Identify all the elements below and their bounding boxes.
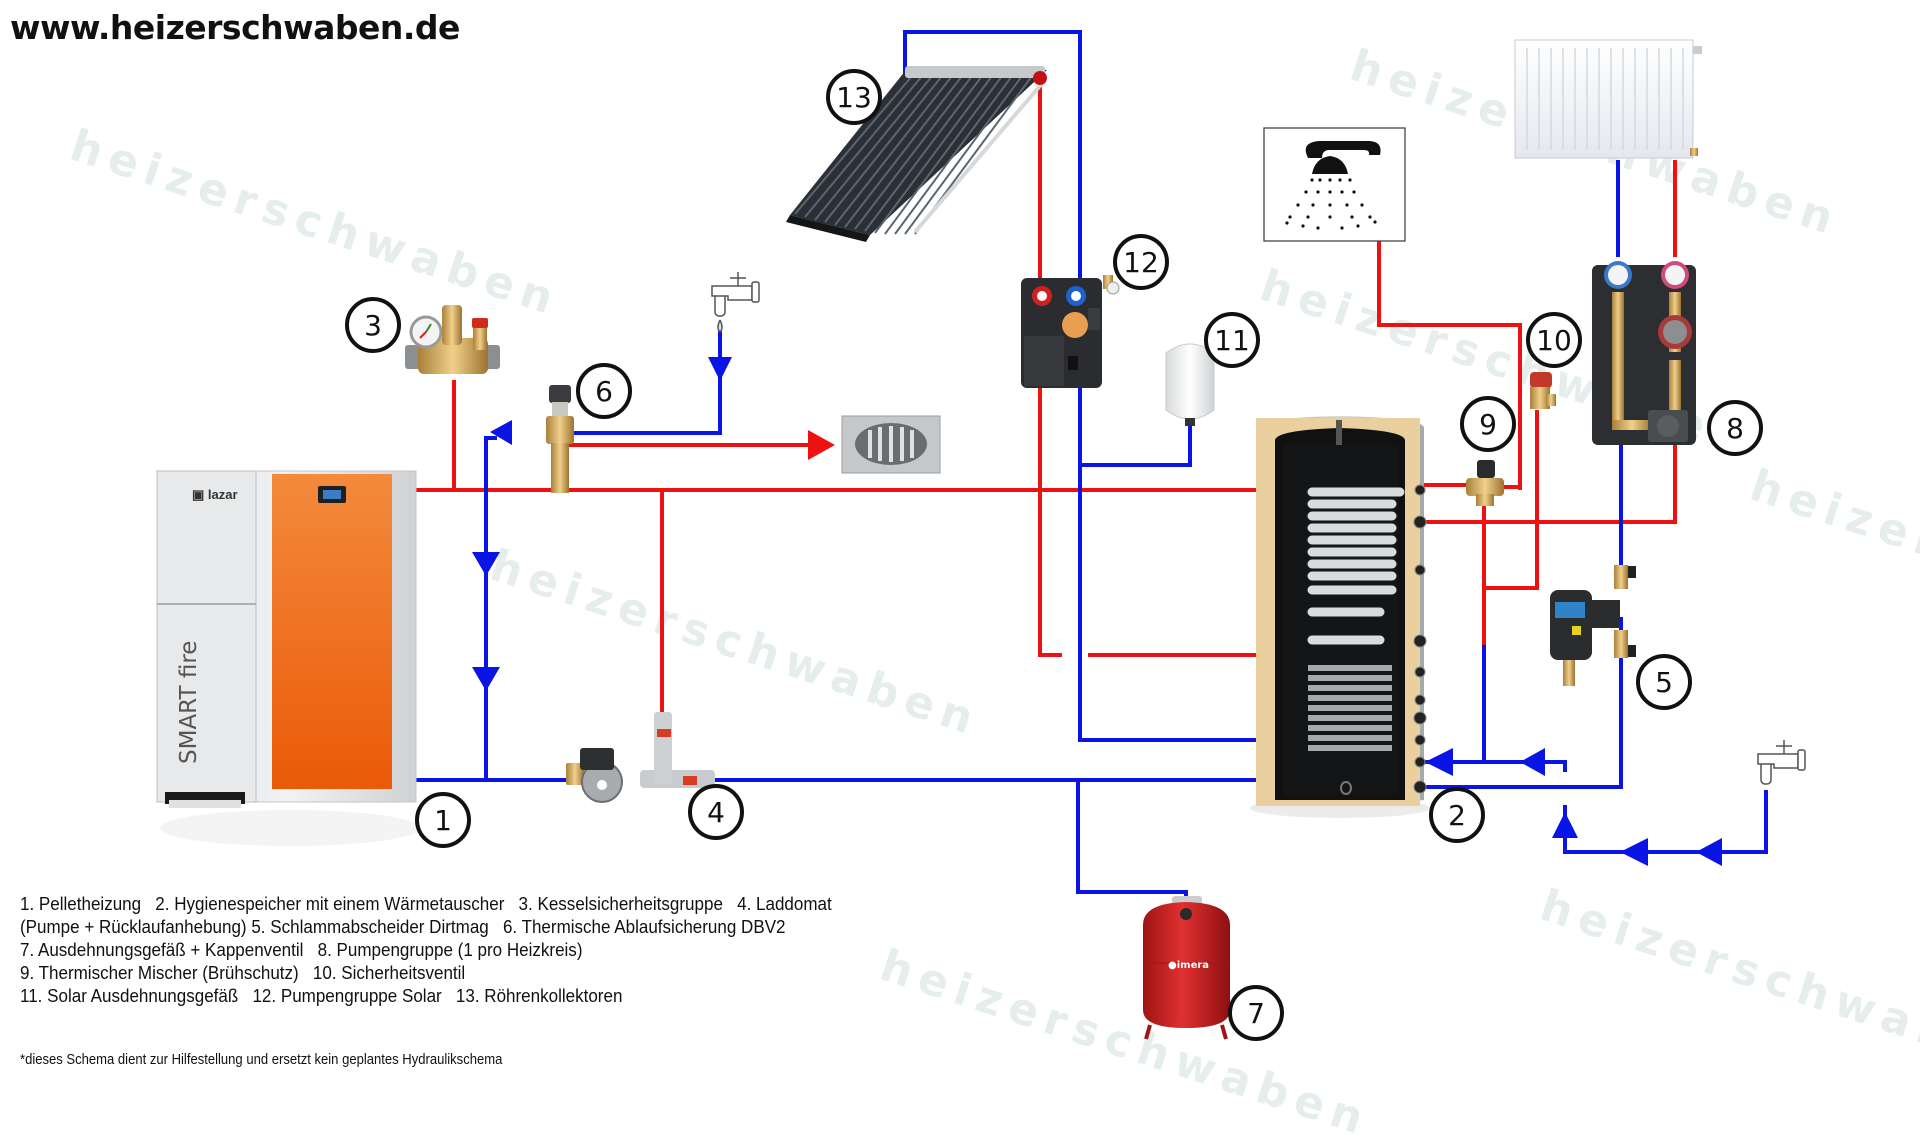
svg-text:2: 2 xyxy=(1448,799,1466,832)
arrow-left-icon xyxy=(1696,838,1722,866)
legend-item: 13. Röhrenkollektoren xyxy=(455,985,623,1006)
solar-return-pipe xyxy=(903,30,1256,742)
callout-4: 4 xyxy=(688,784,744,840)
vessel-brand: ●imera xyxy=(1168,960,1209,971)
arrow-left-icon xyxy=(1520,748,1545,776)
legend-item: 7. Ausdehnungsgefäß + Kappenventil xyxy=(20,939,304,960)
callout-12: 12 xyxy=(1113,234,1169,290)
component-legend: 1. Pelletheizung 2. Hygienespeicher mit … xyxy=(20,892,885,1007)
callout-5: 5 xyxy=(1636,654,1692,710)
svg-text:8: 8 xyxy=(1726,412,1744,445)
svg-text:9: 9 xyxy=(1479,408,1497,441)
callout-3: 3 xyxy=(345,297,401,353)
svg-text:11: 11 xyxy=(1214,324,1250,357)
legend-item: 2. Hygienespeicher mit einem Wärmetausch… xyxy=(155,893,505,914)
water-tap-icon xyxy=(1757,740,1806,785)
heating-pump-group xyxy=(1592,261,1696,445)
callout-7: 7 xyxy=(1228,985,1284,1041)
tank-bottom-pipe xyxy=(1420,617,1623,789)
callout-6: 6 xyxy=(576,363,632,419)
solar-pump-group xyxy=(1021,275,1120,388)
callout-9: 9 xyxy=(1460,396,1516,452)
legend-line: (Pumpe + Rücklaufanhebung) 5. Schlammabs… xyxy=(20,915,885,938)
boiler-brand: ▣ lazar xyxy=(192,487,238,502)
callout-10: 10 xyxy=(1526,312,1582,368)
solar-tube-collector xyxy=(786,66,1047,242)
legend-item: (Pumpe + Rücklaufanhebung) 5. Schlammabs… xyxy=(20,916,489,937)
legend-item: 4. Laddomat xyxy=(737,893,832,914)
svg-text:6: 6 xyxy=(595,375,613,408)
cold-pipes xyxy=(416,30,1768,902)
legend-item: 10. Sicherheitsventil xyxy=(312,962,466,983)
flow-arrows xyxy=(472,357,1722,866)
thermal-discharge-valve xyxy=(546,385,574,493)
expansion-vessel-pipe xyxy=(1076,780,1188,902)
arrow-right-icon xyxy=(808,430,835,460)
svg-text:7: 7 xyxy=(1247,997,1265,1030)
cold-water-inlet-pipe xyxy=(1563,790,1768,854)
disclaimer: *dieses Schema dient zur Hilfestellung u… xyxy=(20,1052,503,1068)
cold-feed-pipe xyxy=(484,436,497,780)
site-url: www.heizerschwaben.de xyxy=(10,8,460,47)
callouts: 1 2 3 4 5 6 7 8 9 10 11 12 13 xyxy=(345,69,1763,1041)
callout-11: 11 xyxy=(1204,312,1260,368)
laddomat xyxy=(566,712,715,803)
callout-1: 1 xyxy=(415,792,471,848)
hygiene-storage-tank xyxy=(1250,416,1430,818)
svg-text:3: 3 xyxy=(364,309,382,342)
boiler-model: SMART fire xyxy=(176,641,202,764)
legend-item: 11. Solar Ausdehnungsgefäß xyxy=(20,985,239,1006)
hydraulic-diagram: ▣ lazar SMART fire xyxy=(156,30,1806,1041)
arrow-up-icon xyxy=(1552,812,1578,838)
legend-line: 9. Thermischer Mischer (Brühschutz) 10. … xyxy=(20,961,885,984)
arrow-down-icon xyxy=(708,357,732,381)
solar-vessel-pipe xyxy=(1080,425,1192,467)
safety-valve xyxy=(1530,372,1556,409)
arrow-down-icon xyxy=(472,667,500,691)
thermal-mixer xyxy=(1466,460,1504,506)
arrow-down-icon xyxy=(472,552,500,576)
svg-text:12: 12 xyxy=(1123,246,1159,279)
svg-text:4: 4 xyxy=(707,796,725,829)
solar-flow-pipe xyxy=(1038,80,1062,657)
arrow-left-icon xyxy=(490,420,512,445)
svg-text:13: 13 xyxy=(836,81,872,114)
shower-icon xyxy=(1263,127,1406,242)
legend-item: 6. Thermische Ablaufsicherung DBV2 xyxy=(502,916,786,937)
arrow-left-icon xyxy=(1620,838,1648,866)
expansion-vessel: ●imera xyxy=(1143,896,1230,1040)
legend-line: 7. Ausdehnungsgefäß + Kappenventil 8. Pu… xyxy=(20,938,885,961)
legend-item: 8. Pumpengruppe (1 pro Heizkreis) xyxy=(317,939,583,960)
svg-text:1: 1 xyxy=(434,804,452,837)
legend-line: 1. Pelletheizung 2. Hygienespeicher mit … xyxy=(20,892,885,915)
arrow-left-icon xyxy=(1425,748,1453,776)
callout-2: 2 xyxy=(1429,787,1485,843)
floor-drain-icon xyxy=(841,415,941,474)
dhw-shower-pipe xyxy=(1377,165,1522,490)
legend-item: 1. Pelletheizung xyxy=(20,893,142,914)
dirtmag xyxy=(1550,565,1636,686)
solar-expansion-vessel xyxy=(1165,343,1215,426)
heating-flow-pipe xyxy=(1420,443,1677,524)
callout-13: 13 xyxy=(826,69,882,125)
pellet-boiler: ▣ lazar SMART fire xyxy=(156,470,420,846)
svg-text:10: 10 xyxy=(1536,324,1572,357)
legend-item: 9. Thermischer Mischer (Brühschutz) xyxy=(20,962,299,983)
radiator-icon xyxy=(1514,39,1702,159)
tank-lower-inlet-pipe xyxy=(1420,760,1567,772)
callout-8: 8 xyxy=(1707,400,1763,456)
svg-text:5: 5 xyxy=(1655,666,1673,699)
legend-item: 12. Pumpengruppe Solar xyxy=(252,985,442,1006)
legend-line: 11. Solar Ausdehnungsgefäß 12. Pumpengru… xyxy=(20,984,885,1007)
legend-item: 3. Kesselsicherheitsgruppe xyxy=(518,893,723,914)
water-tap-icon xyxy=(711,272,760,334)
boiler-safety-group xyxy=(405,305,500,374)
